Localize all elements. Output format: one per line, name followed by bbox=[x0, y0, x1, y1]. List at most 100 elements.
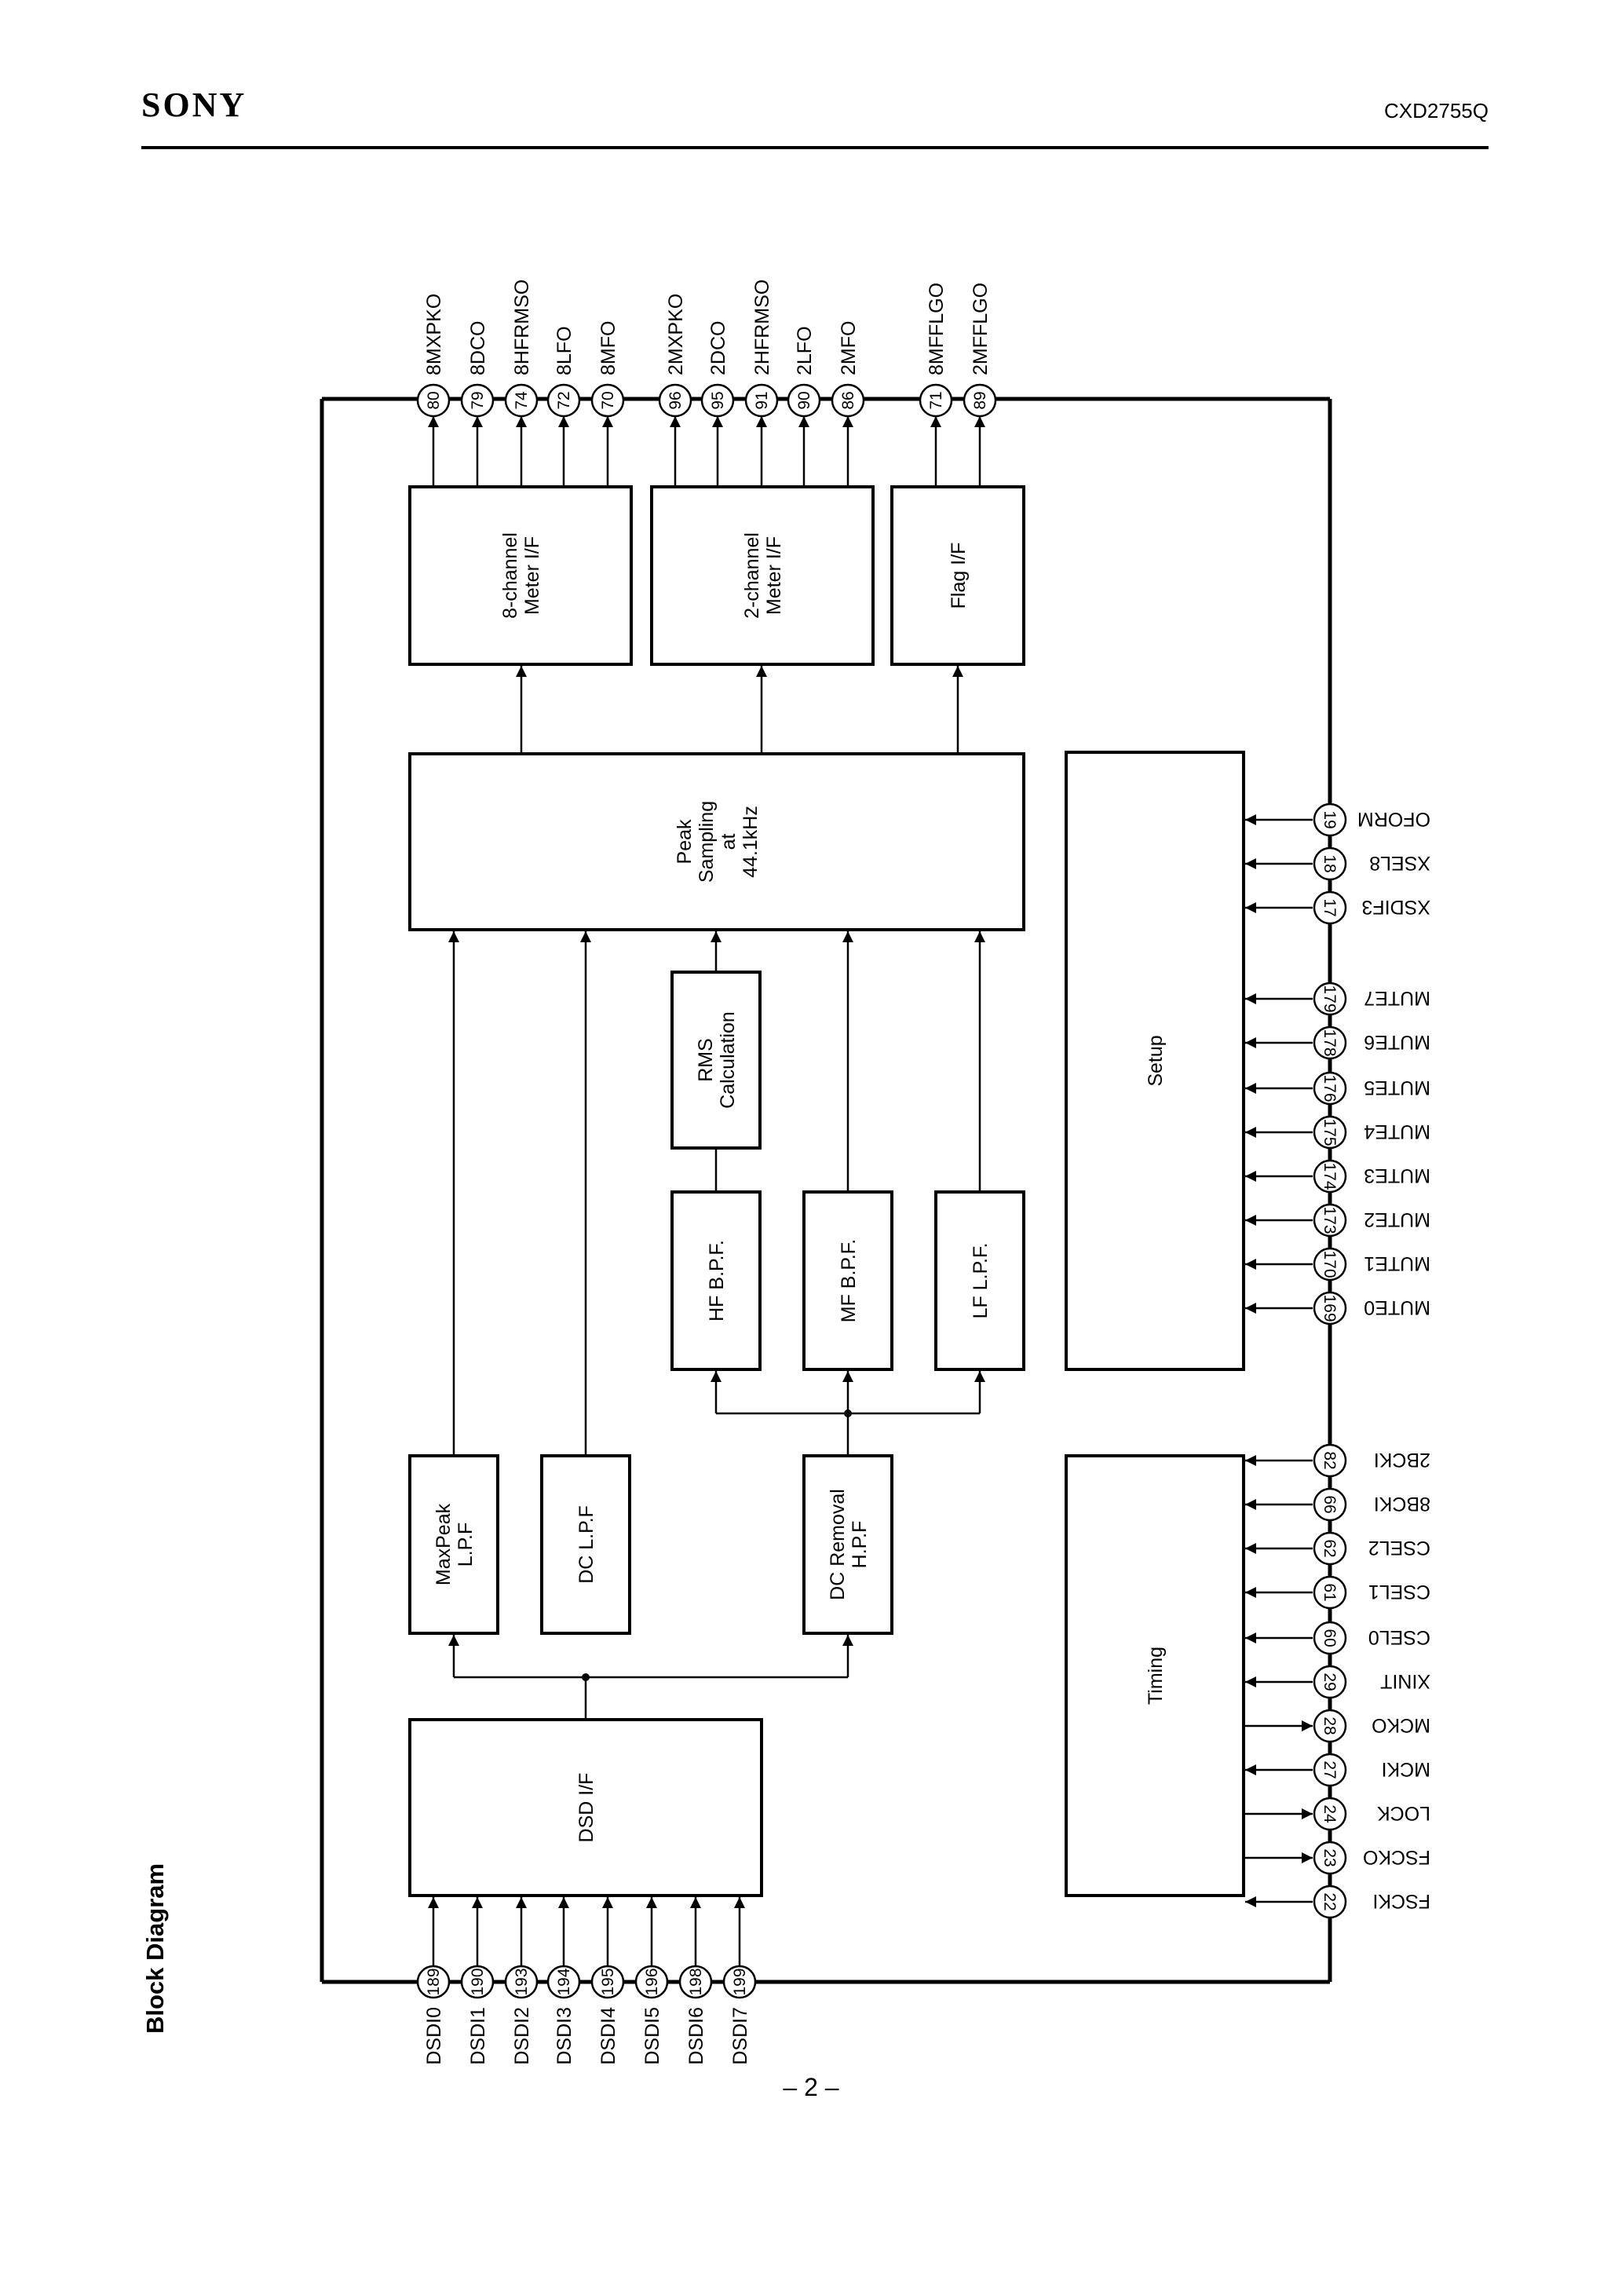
svg-text:2LFO: 2LFO bbox=[794, 326, 816, 375]
svg-text:2MXPKO: 2MXPKO bbox=[665, 294, 687, 375]
svg-text:MUTE7: MUTE7 bbox=[1364, 987, 1430, 1009]
pin-2lfo: 90 2LFO bbox=[787, 326, 821, 487]
sony-logo: SONY bbox=[141, 86, 247, 124]
svg-text:80: 80 bbox=[425, 391, 443, 409]
svg-text:CSEL0: CSEL0 bbox=[1368, 1626, 1430, 1648]
header-rule bbox=[141, 146, 1489, 149]
svg-text:LOCK: LOCK bbox=[1377, 1802, 1430, 1824]
page-number: – 2 – bbox=[783, 2073, 839, 2101]
block-label-maxpeak: MaxPeakL.P.F bbox=[433, 1503, 477, 1585]
svg-text:199: 199 bbox=[731, 1968, 749, 1995]
block-label-meter8: 8-channelMeter I/F bbox=[499, 532, 543, 619]
pin-mute2: 173 MUTE2 bbox=[1245, 1203, 1430, 1238]
svg-text:DSDI0: DSDI0 bbox=[423, 2007, 445, 2065]
svg-text:86: 86 bbox=[839, 391, 857, 409]
svg-text:CSEL2: CSEL2 bbox=[1368, 1537, 1430, 1559]
svg-text:62: 62 bbox=[1321, 1539, 1339, 1557]
svg-text:8HFRMSO: 8HFRMSO bbox=[511, 280, 533, 375]
block-label-flag: Flag I/F bbox=[948, 543, 970, 609]
block-label-lflpf: LF L.P.F. bbox=[970, 1243, 992, 1319]
svg-text:179: 179 bbox=[1321, 985, 1339, 1012]
svg-text:193: 193 bbox=[513, 1968, 531, 1995]
svg-text:90: 90 bbox=[795, 391, 813, 409]
svg-text:MUTE4: MUTE4 bbox=[1364, 1121, 1430, 1143]
block-label-mfbpf: MF B.P.F. bbox=[838, 1239, 860, 1323]
block-hf-bpf bbox=[670, 1190, 762, 1371]
svg-text:DSDI3: DSDI3 bbox=[553, 2007, 575, 2065]
svg-text:MUTE2: MUTE2 bbox=[1364, 1208, 1430, 1230]
svg-text:8BCKI: 8BCKI bbox=[1374, 1493, 1430, 1515]
svg-text:178: 178 bbox=[1321, 1029, 1339, 1056]
svg-text:169: 169 bbox=[1321, 1294, 1339, 1322]
pin-2dco: 95 2DCO bbox=[700, 321, 735, 487]
svg-text:175: 175 bbox=[1321, 1118, 1339, 1146]
svg-text:194: 194 bbox=[555, 1968, 573, 1995]
svg-text:95: 95 bbox=[709, 391, 727, 409]
svg-text:DSDI1: DSDI1 bbox=[467, 2007, 489, 2065]
svg-text:XSDIF3: XSDIF3 bbox=[1361, 896, 1430, 918]
pin-csel1: 61 CSEL1 bbox=[1245, 1575, 1430, 1610]
block-2ch-meter-if bbox=[650, 485, 875, 666]
block-label-meter2: 2-channelMeter I/F bbox=[741, 532, 785, 619]
svg-text:MCKO: MCKO bbox=[1372, 1714, 1430, 1736]
svg-text:DSDI4: DSDI4 bbox=[597, 2007, 619, 2065]
svg-text:176: 176 bbox=[1321, 1074, 1339, 1102]
block-flag-if bbox=[890, 485, 1025, 666]
block-label-peak: PeakSamplingat44.1kHz bbox=[674, 801, 762, 883]
pin-mute4: 175 MUTE4 bbox=[1245, 1115, 1430, 1150]
svg-text:MCKI: MCKI bbox=[1382, 1758, 1431, 1780]
part-number: CXD2755Q bbox=[1384, 99, 1489, 122]
svg-text:23: 23 bbox=[1321, 1848, 1339, 1866]
pin-mute7: 179 MUTE7 bbox=[1245, 982, 1430, 1016]
block-dsd-if bbox=[408, 1718, 763, 1897]
svg-text:2DCO: 2DCO bbox=[707, 321, 729, 375]
svg-text:22: 22 bbox=[1321, 1892, 1339, 1910]
top-pins: 808MXPKO798DCO748HFRMSO728LFO708MFO962MX… bbox=[416, 280, 997, 487]
block-peak-sampling bbox=[408, 752, 1025, 931]
svg-text:61: 61 bbox=[1321, 1583, 1339, 1601]
svg-text:DSDI6: DSDI6 bbox=[685, 2007, 707, 2065]
internal-wiring bbox=[448, 666, 985, 1720]
svg-text:170: 170 bbox=[1321, 1250, 1339, 1278]
block-label-setup: Setup bbox=[1145, 1035, 1167, 1086]
svg-text:71: 71 bbox=[927, 391, 945, 409]
svg-text:FSCKO: FSCKO bbox=[1363, 1846, 1430, 1868]
block-8ch-meter-if bbox=[408, 485, 633, 666]
svg-text:189: 189 bbox=[425, 1968, 443, 1995]
block-label-hfbpf: HF B.P.F. bbox=[706, 1240, 728, 1322]
block-label-rms: RMSCalculation bbox=[695, 1011, 739, 1109]
svg-text:CSEL1: CSEL1 bbox=[1368, 1581, 1430, 1603]
block-label-timing: Timing bbox=[1145, 1647, 1167, 1705]
svg-text:173: 173 bbox=[1321, 1206, 1339, 1234]
svg-text:79: 79 bbox=[469, 391, 487, 409]
